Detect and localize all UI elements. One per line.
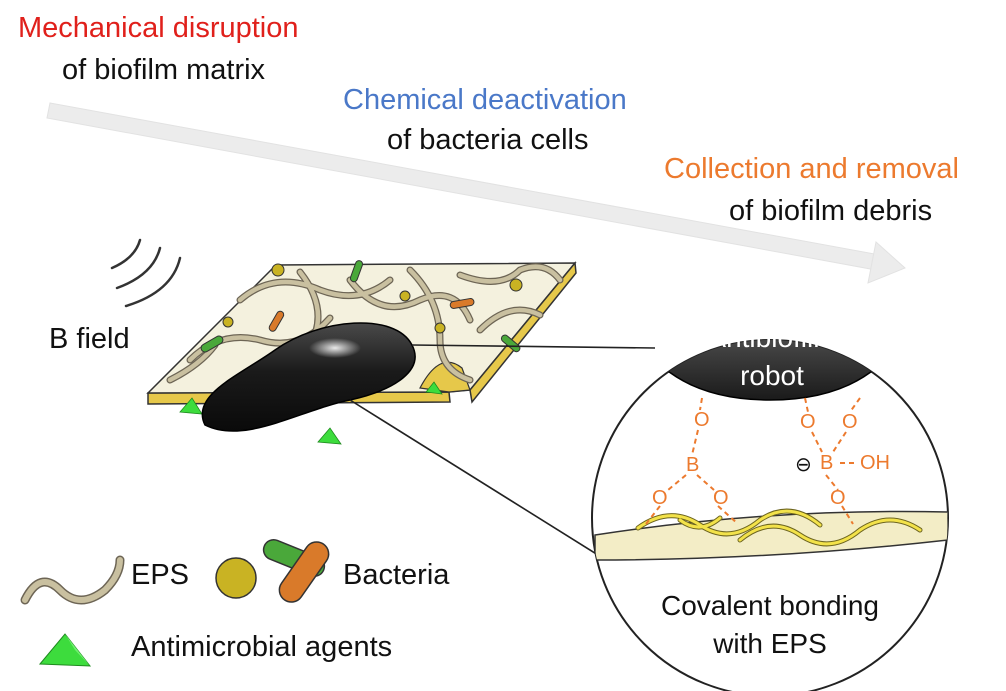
stage-3-title: Collection and removal (664, 153, 959, 185)
stage-2-subtitle: of bacteria cells (387, 124, 589, 156)
legend-eps-label: EPS (131, 559, 190, 591)
oxygen-2: O (652, 487, 668, 509)
legend-bacteria-label: Bacteria (343, 559, 450, 591)
oxygen-6: O (830, 487, 846, 509)
hydroxyl: OH (860, 452, 890, 474)
covalent-bonds (645, 397, 861, 525)
slab-bacteria (200, 260, 523, 379)
antibiofilm-robot (201, 322, 416, 432)
inset-caption-line2: with EPS (713, 628, 827, 659)
inset-connector-lines (349, 344, 656, 581)
legend-agents-label: Antimicrobial agents (131, 631, 393, 663)
magnetic-field-waves-icon (110, 238, 182, 308)
b-field-label: B field (49, 323, 130, 355)
slab-antimicrobial-agents (179, 381, 443, 445)
oxygen-1: O (694, 409, 710, 431)
robot-label-line1: Antibiofilm (707, 322, 837, 353)
boron-1: B (686, 454, 700, 476)
legend-agent-icon (38, 633, 92, 667)
process-arrow (46, 102, 906, 284)
charge-symbol: ⊖ (795, 454, 812, 476)
legend-eps-icon (20, 555, 125, 605)
inset-magnified-view (591, 339, 949, 691)
boron-2: B (820, 452, 834, 474)
inset-caption-line1: Covalent bonding (661, 590, 879, 621)
stage-1-subtitle: of biofilm matrix (62, 54, 266, 86)
oxygen-4: O (800, 411, 816, 433)
oxygen-3: O (713, 487, 729, 509)
stage-3-subtitle: of biofilm debris (729, 195, 933, 227)
robot-label-line2: robot (740, 360, 804, 391)
stage-1-title: Mechanical disruption (18, 12, 299, 44)
stage-2-title: Chemical deactivation (343, 84, 627, 116)
legend-bacteria-icon (215, 539, 330, 603)
oxygen-5: O (842, 411, 858, 433)
